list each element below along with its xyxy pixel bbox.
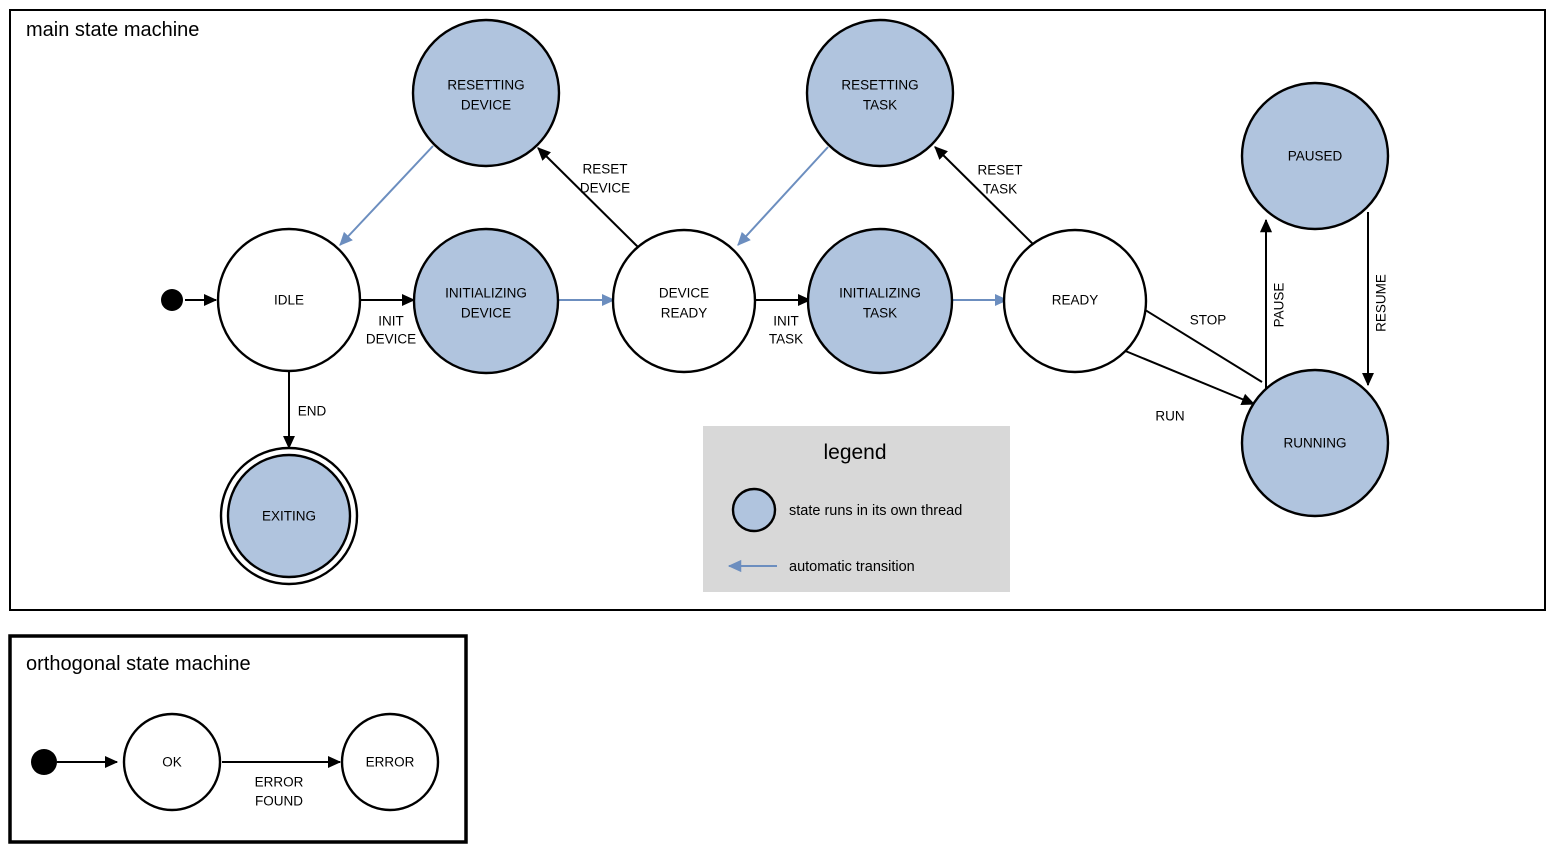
- state-error-label: ERROR: [366, 755, 415, 770]
- transition-idle-initializing-device: INIT DEVICE: [358, 293, 416, 347]
- state-ready-circle[interactable]: [1002, 228, 1148, 374]
- transition-resetting-device-idle: [339, 145, 434, 246]
- state-resetting-task-circle[interactable]: [805, 18, 955, 168]
- transition-device-ready-initializing-task: INIT TASK: [755, 293, 812, 347]
- transition-ok-error-label-1: ERROR: [255, 775, 304, 790]
- state-initializing-task[interactable]: INITIALIZING TASK: [806, 227, 954, 375]
- state-initializing-device[interactable]: INITIALIZING DEVICE: [412, 227, 560, 375]
- state-initializing-task-label-1: INITIALIZING: [839, 286, 921, 301]
- state-resetting-device-label-1: RESETTING: [447, 78, 524, 93]
- legend: legend state runs in its own thread auto…: [703, 426, 1010, 592]
- transition-device-ready-resetting-device-label-1: RESET: [582, 162, 627, 177]
- state-resetting-device-label-2: DEVICE: [461, 98, 511, 113]
- transition-running-ready: STOP: [1128, 299, 1263, 383]
- state-resetting-device-circle[interactable]: [411, 18, 561, 168]
- state-running[interactable]: RUNNING: [1240, 368, 1390, 518]
- transition-device-ready-initializing-task-label-2: TASK: [769, 332, 803, 347]
- transition-ready-resetting-task-label-1: RESET: [977, 163, 1022, 178]
- state-device-ready-label-1: DEVICE: [659, 286, 709, 301]
- state-error-circle[interactable]: [340, 712, 440, 812]
- transition-idle-exiting-label: END: [298, 404, 327, 419]
- state-initializing-device-circle[interactable]: [412, 227, 560, 375]
- transition-resetting-device-idle-line: [339, 145, 434, 246]
- state-running-circle[interactable]: [1240, 368, 1390, 518]
- legend-entry-thread-state: state runs in its own thread: [731, 487, 962, 533]
- state-device-ready-label-2: READY: [661, 306, 708, 321]
- transition-ok-error: ERROR FOUND: [222, 755, 342, 809]
- state-idle-circle[interactable]: [216, 227, 362, 373]
- state-paused[interactable]: PAUSED: [1240, 81, 1390, 231]
- transition-paused-running: RESUME: [1361, 212, 1389, 387]
- state-resetting-device[interactable]: RESETTING DEVICE: [411, 18, 561, 168]
- transition-idle-exiting: END: [282, 370, 327, 450]
- transition-running-paused: PAUSE: [1259, 218, 1287, 398]
- state-device-ready[interactable]: DEVICE READY: [611, 228, 757, 374]
- state-resetting-task[interactable]: RESETTING TASK: [805, 18, 955, 168]
- transition-ready-running-label: RUN: [1155, 409, 1184, 424]
- state-ready-label: READY: [1052, 293, 1099, 308]
- blue-circle-icon: [731, 487, 777, 533]
- orthogonal-state-machine-frame: orthogonal state machine ERROR FOUND OK: [8, 634, 468, 844]
- state-paused-label: PAUSED: [1288, 149, 1343, 164]
- initial-state-dot[interactable]: [161, 289, 183, 311]
- legend-entry-thread-state-text: state runs in its own thread: [789, 503, 962, 519]
- main-states-layer: IDLE RESETTING DEVICE INITIALIZING DEVIC…: [161, 18, 1390, 586]
- state-ok-label: OK: [162, 755, 182, 770]
- state-running-label: RUNNING: [1284, 436, 1347, 451]
- legend-entry-automatic-transition: automatic transition: [727, 559, 915, 575]
- transition-running-paused-label: PAUSE: [1272, 283, 1287, 328]
- state-paused-circle[interactable]: [1240, 81, 1390, 231]
- state-ok[interactable]: OK: [122, 712, 222, 812]
- state-device-ready-circle[interactable]: [611, 228, 757, 374]
- main-frame-title: main state machine: [26, 19, 199, 41]
- transition-idle-initializing-device-label-2: DEVICE: [366, 332, 416, 347]
- main-transitions-layer: INIT DEVICE END RESET DEVICE: [185, 145, 1389, 450]
- orthogonal-frame-title: orthogonal state machine: [26, 653, 251, 675]
- transition-idle-initializing-device-label-1: INIT: [378, 314, 404, 329]
- transition-ok-error-label-2: FOUND: [255, 794, 303, 809]
- transition-device-ready-initializing-task-label-1: INIT: [773, 314, 799, 329]
- state-initializing-device-label-2: DEVICE: [461, 306, 511, 321]
- transition-ready-resetting-task-label-2: TASK: [983, 182, 1017, 197]
- transition-ready-resetting-task-line: [934, 146, 1041, 252]
- transition-device-ready-resetting-device: RESET DEVICE: [537, 147, 646, 255]
- transition-device-ready-resetting-device-label-2: DEVICE: [580, 181, 630, 196]
- transition-ready-running-line: [1122, 349, 1256, 405]
- state-exiting-label: EXITING: [262, 509, 316, 524]
- state-exiting-inner-circle[interactable]: [226, 453, 352, 579]
- transition-running-ready-line: [1128, 299, 1263, 383]
- state-ok-circle[interactable]: [122, 712, 222, 812]
- transition-ready-running: RUN: [1122, 349, 1256, 424]
- transition-ready-resetting-task: RESET TASK: [934, 146, 1041, 252]
- legend-entry-automatic-transition-text: automatic transition: [789, 559, 915, 575]
- state-error[interactable]: ERROR: [340, 712, 440, 812]
- state-initializing-task-circle[interactable]: [806, 227, 954, 375]
- transition-paused-running-label: RESUME: [1374, 274, 1389, 332]
- state-idle[interactable]: IDLE: [216, 227, 362, 373]
- state-resetting-task-label-2: TASK: [863, 98, 897, 113]
- state-initializing-task-label-2: TASK: [863, 306, 897, 321]
- state-idle-label: IDLE: [274, 293, 304, 308]
- transition-resetting-task-device-ready: [737, 146, 829, 246]
- state-resetting-task-label-1: RESETTING: [841, 78, 918, 93]
- transition-running-ready-label: STOP: [1190, 313, 1227, 328]
- state-initializing-device-label-1: INITIALIZING: [445, 286, 527, 301]
- state-exiting[interactable]: EXITING: [219, 446, 359, 586]
- transition-device-ready-resetting-device-line: [537, 147, 646, 255]
- transition-resetting-task-device-ready-line: [737, 146, 829, 246]
- state-ready[interactable]: READY: [1002, 228, 1148, 374]
- legend-title: legend: [823, 441, 886, 464]
- orthogonal-initial-state-dot[interactable]: [31, 749, 57, 775]
